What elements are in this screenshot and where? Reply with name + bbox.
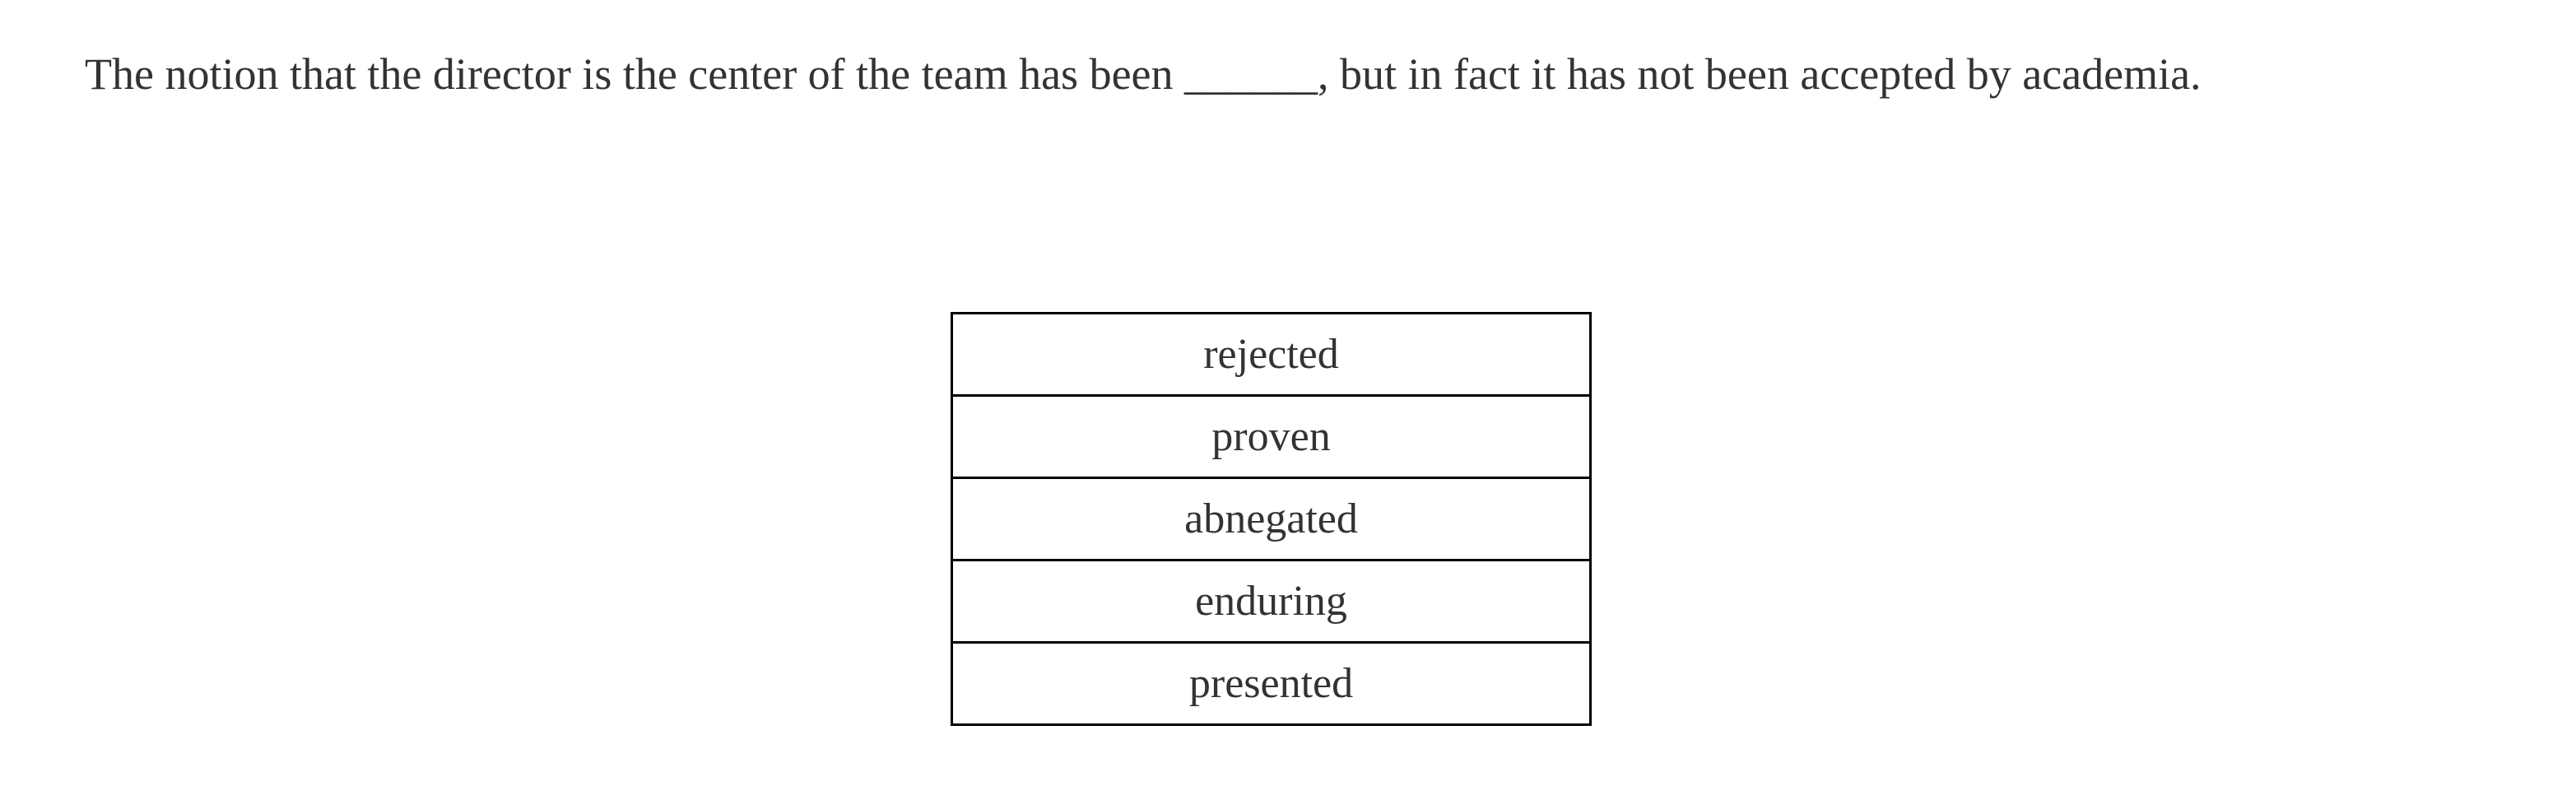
option-abnegated[interactable]: abnegated <box>951 477 1592 561</box>
option-proven[interactable]: proven <box>951 394 1592 479</box>
question-text-after-blank: , but in fact it has not been accepted b… <box>1318 49 2202 99</box>
question-text: The notion that the director is the cent… <box>85 48 2202 100</box>
option-presented[interactable]: presented <box>951 641 1592 726</box>
option-row[interactable]: proven <box>951 394 1592 479</box>
option-row[interactable]: presented <box>951 641 1592 726</box>
option-enduring[interactable]: enduring <box>951 559 1592 644</box>
option-row[interactable]: abnegated <box>951 477 1592 561</box>
answer-options-table: rejected proven abnegated enduring prese… <box>951 312 1592 726</box>
option-row[interactable]: rejected <box>951 312 1592 397</box>
answer-blank: ______ <box>1184 49 1318 99</box>
option-row[interactable]: enduring <box>951 559 1592 644</box>
question-text-before-blank: The notion that the director is the cent… <box>85 49 1184 99</box>
option-rejected[interactable]: rejected <box>951 312 1592 397</box>
